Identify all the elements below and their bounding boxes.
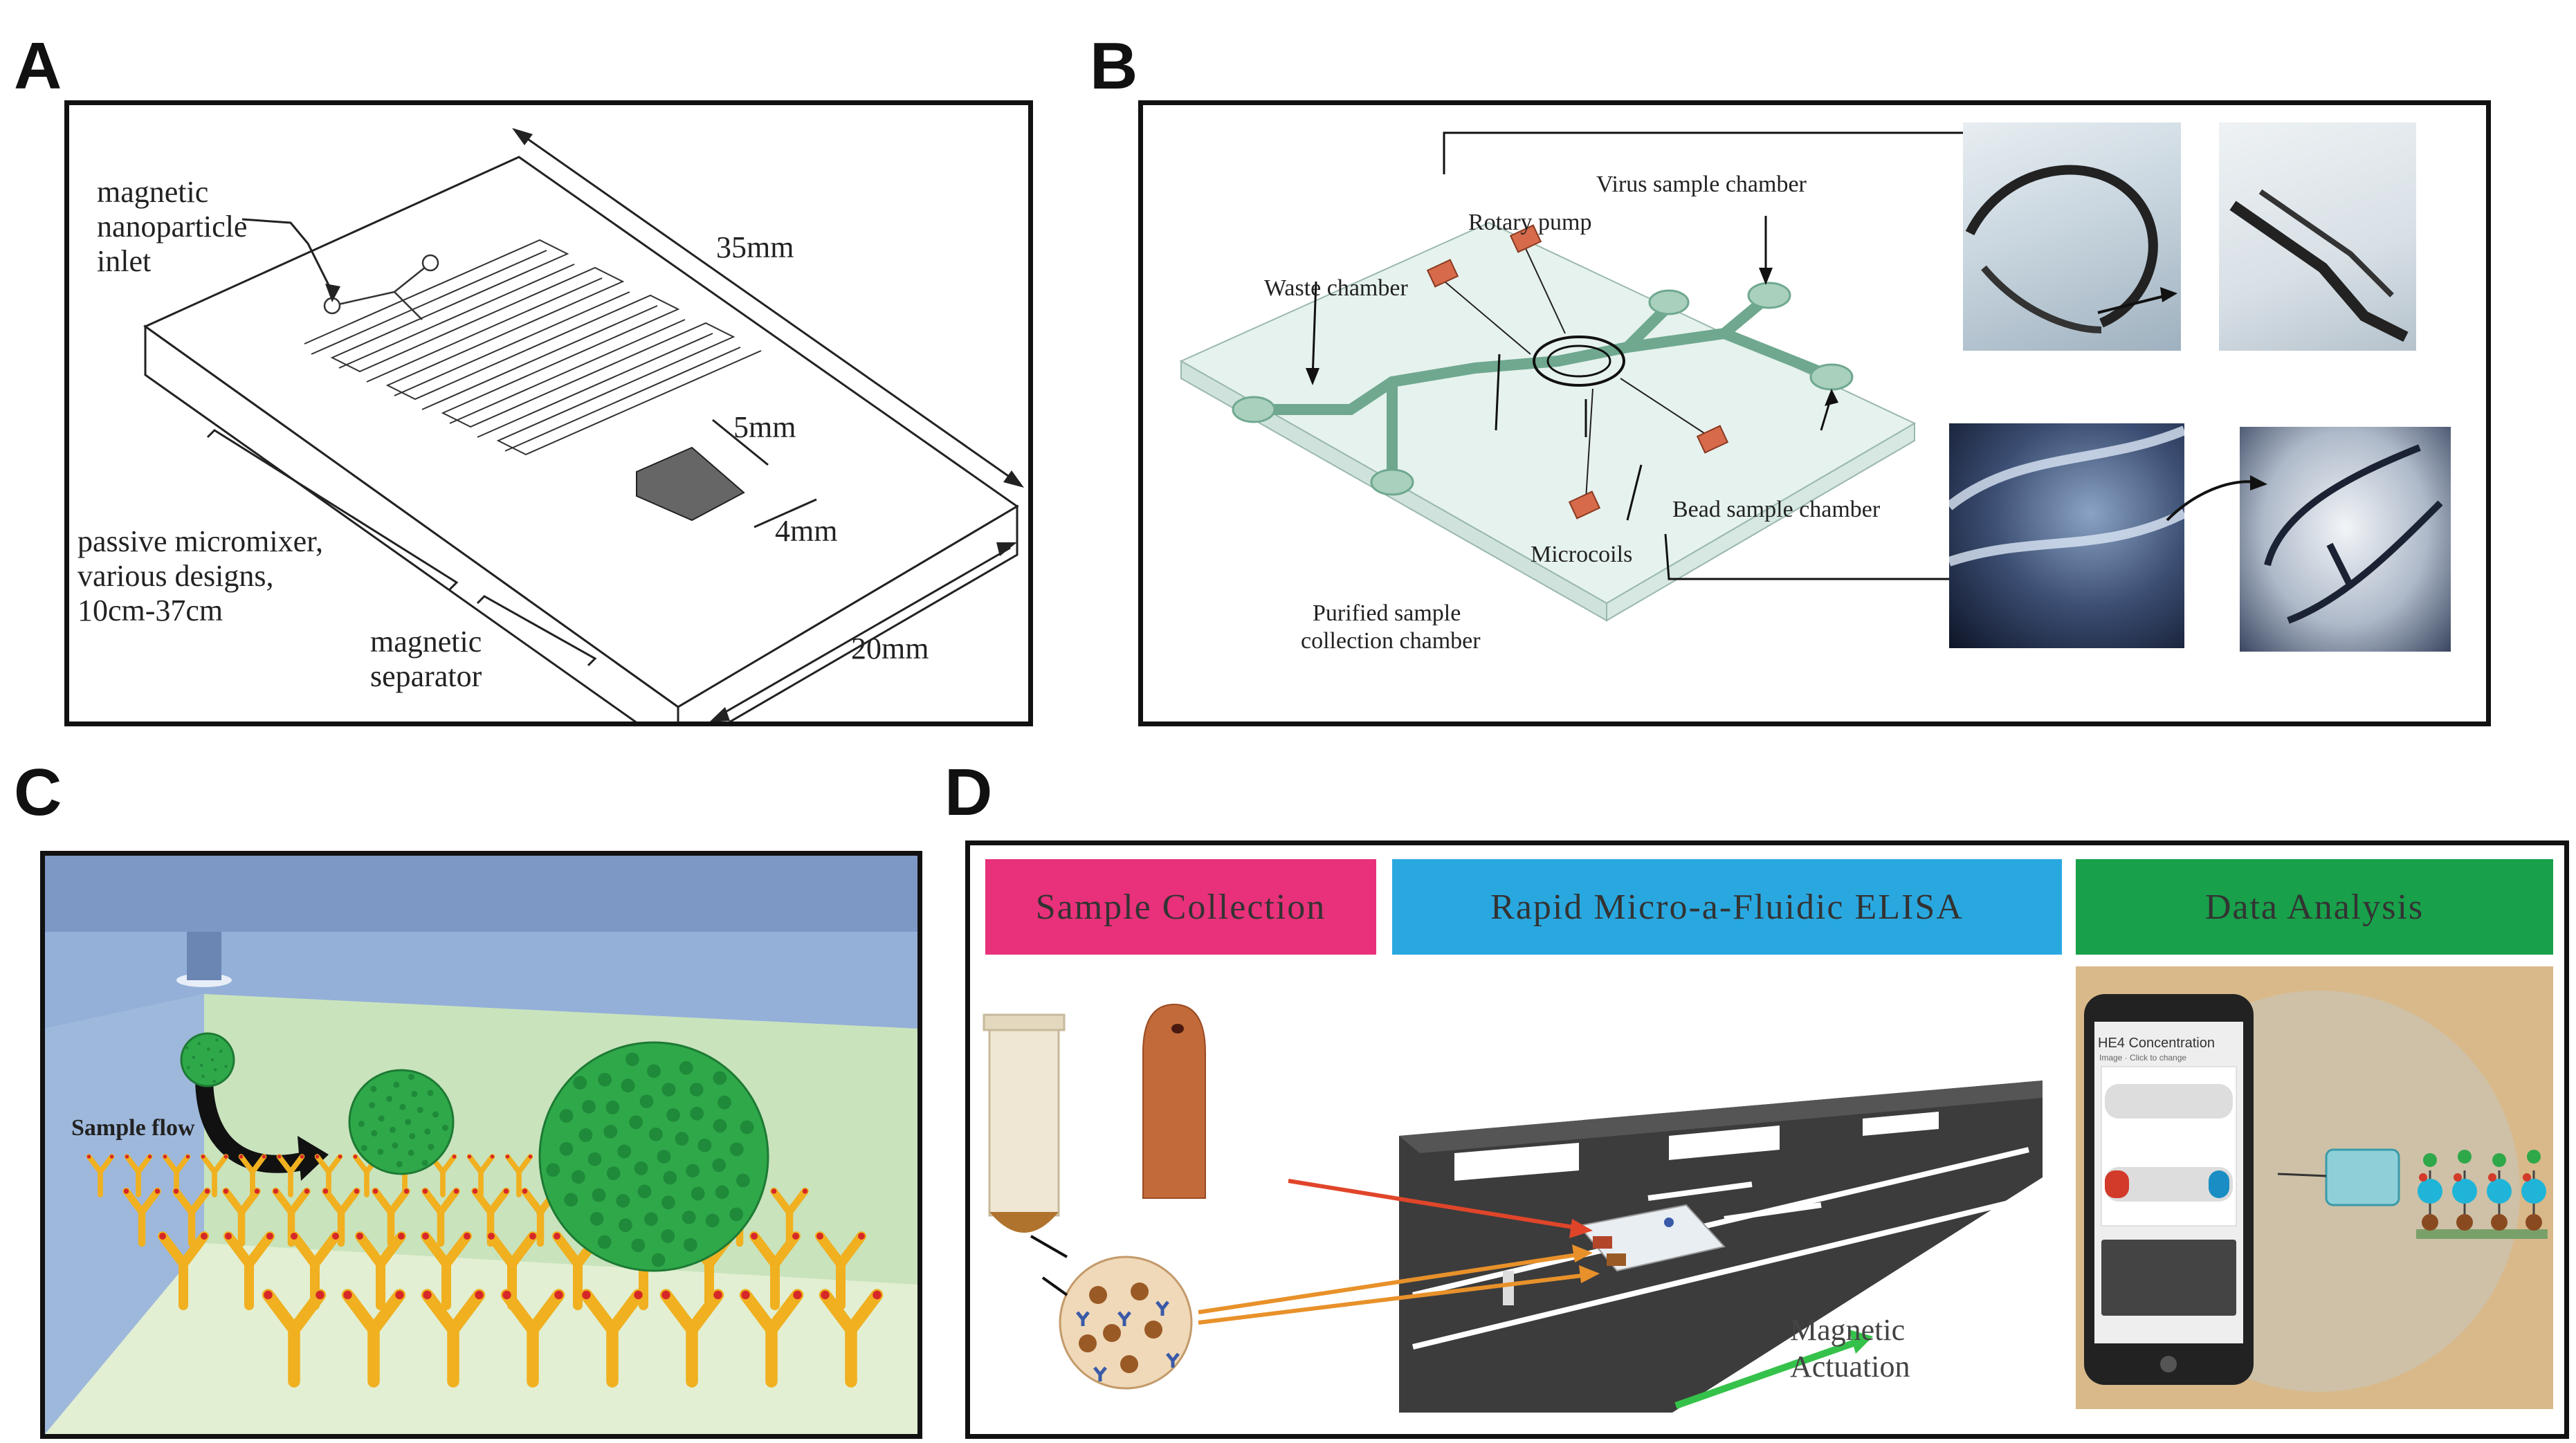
label-separator-line1: magnetic [370, 625, 482, 659]
elisa-workflow-drawing [983, 966, 2553, 1413]
micrograph-rotary-pump [1963, 122, 2181, 351]
antibody-icon [486, 1231, 538, 1310]
antibody-icon [124, 1154, 153, 1197]
antibody-icon [314, 1154, 343, 1197]
antibody-icon [815, 1231, 866, 1310]
antibody-icon [500, 1289, 565, 1388]
antibody-icon [421, 1289, 486, 1388]
antibody-icon [372, 1187, 410, 1247]
antibody-icon [223, 1231, 275, 1310]
micrograph-coil-left [1949, 423, 2184, 648]
panel-letter-d: D [944, 755, 993, 829]
label-rotary-pump: Rotary pump [1468, 210, 1592, 235]
phone-screen-title: HE4 Concentration [2098, 1036, 2215, 1051]
micrograph-link-arrows [2097, 287, 2267, 522]
label-purified-line2: collection chamber [1301, 628, 1481, 654]
header-data-analysis: Data Analysis [2076, 859, 2553, 955]
antibodies-and-viruses [86, 1032, 884, 1388]
antibody-icon [238, 1154, 267, 1197]
antibody-icon [289, 1231, 340, 1310]
antibody-icon [421, 1231, 472, 1310]
microchip-drawing [143, 128, 1024, 722]
antibody-icon [322, 1187, 360, 1247]
label-5mm: 5mm [733, 410, 796, 444]
panel-d-elisa-workflow: Sample Collection Rapid Micro-a-Fluidic … [965, 840, 2569, 1439]
virus-particle-icon [348, 1069, 455, 1175]
label-virus-chamber: Virus sample chamber [1596, 172, 1807, 197]
label-separator-line2: separator [370, 659, 482, 693]
header-rapid-elisa: Rapid Micro-a-Fluidic ELISA [1392, 859, 2062, 955]
label-bead-chamber: Bead sample chamber [1672, 497, 1881, 522]
label-microcoils: Microcoils [1531, 542, 1633, 567]
antibody-icon [421, 1187, 460, 1247]
panel-a-microchip-schematic: magnetic nanoparticle inlet 35mm 5mm 4mm… [64, 100, 1033, 726]
label-inlet-line3: inlet [97, 244, 152, 278]
phone-screen-subtitle: Image · Click to change [2099, 1053, 2187, 1063]
antibody-icon [158, 1231, 209, 1310]
virus-particle-icon [180, 1032, 235, 1087]
panel-letter-b: B [1090, 29, 1138, 103]
antibody-icon [355, 1231, 406, 1310]
antibody-icon [200, 1154, 229, 1197]
label-sample-flow: Sample flow [71, 1115, 195, 1141]
label-inlet-line1: magnetic [97, 175, 209, 209]
antibody-icon [466, 1154, 495, 1197]
micrograph-coil-right [2240, 427, 2451, 652]
panel-c-virus-capture: Sample flow [40, 851, 922, 1439]
panel-b-chip-diagram: Virus sample chamber Rotary pump Waste c… [1138, 100, 2491, 726]
antibody-icon [341, 1289, 406, 1388]
header-sample-collection: Sample Collection [985, 859, 1376, 955]
antibody-icon [122, 1187, 161, 1247]
antibody-icon [504, 1154, 533, 1197]
label-waste-chamber: Waste chamber [1264, 275, 1408, 301]
antibody-icon [276, 1154, 305, 1197]
label-magnetic-actuation-line1: Magnetic [1790, 1313, 1906, 1347]
antibody-icon [172, 1187, 211, 1247]
label-mixer-line3: 10cm-37cm [77, 594, 223, 627]
panel-letter-a: A [14, 29, 62, 103]
antibody-icon [580, 1289, 645, 1388]
label-mixer-line2: various designs, [77, 559, 274, 593]
label-magnetic-actuation-line2: Actuation [1790, 1350, 1910, 1384]
label-mixer-line1: passive micromixer, [77, 524, 324, 558]
antibody-icon [222, 1187, 261, 1247]
panel-letter-c: C [14, 755, 62, 829]
label-35mm: 35mm [716, 230, 794, 264]
antibody-icon [749, 1231, 801, 1310]
antibody-icon [770, 1187, 809, 1247]
antibody-icon [739, 1289, 804, 1388]
micrograph-channel-detail [2219, 122, 2416, 351]
chip-drawing [1179, 126, 2044, 622]
label-inlet-line2: nanoparticle [97, 210, 248, 243]
antibody-icon [262, 1289, 327, 1388]
antibody-icon [86, 1154, 115, 1197]
label-20mm: 20mm [851, 632, 929, 665]
antibody-icon [659, 1289, 724, 1388]
antibody-icon [819, 1289, 884, 1388]
label-4mm: 4mm [775, 514, 838, 548]
label-purified-line1: Purified sample [1313, 600, 1461, 626]
